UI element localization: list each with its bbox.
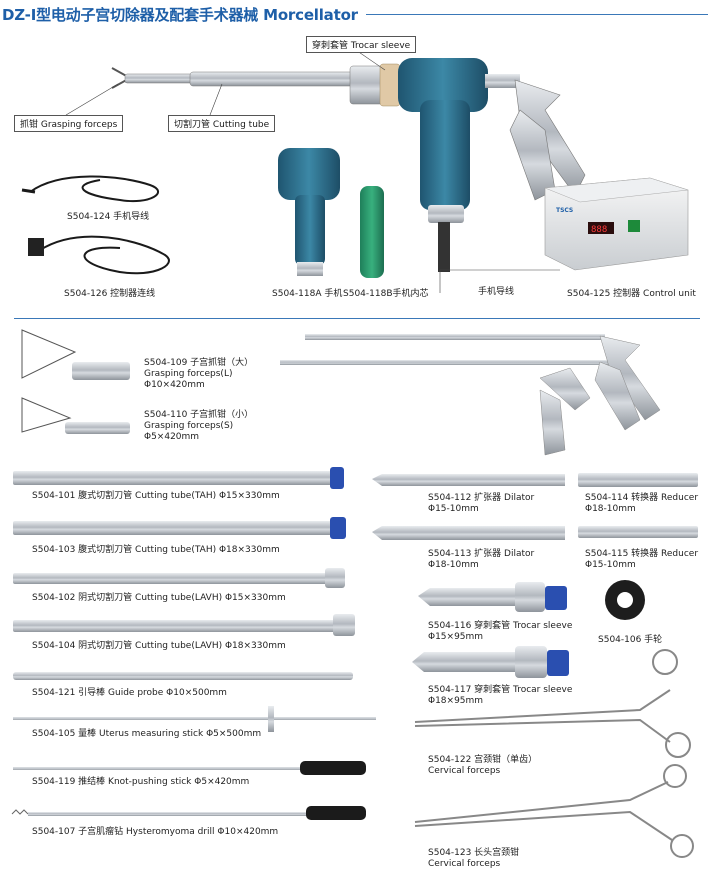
dilator-reducer-illustrations [372, 473, 698, 540]
handwheel-illustration [605, 580, 645, 620]
item-label-s504-118b: S504-118B手机内芯 [343, 289, 429, 299]
item-label-s504-118a: S504-118A 手机 [272, 289, 343, 299]
item-label-s504-122: S504-122 宫颈钳（单齿） Cervical forceps [428, 755, 538, 776]
control-unit-illustration: 888 TSCS [544, 177, 689, 271]
item-label-s504-104: S504-104 阴式切割刀管 Cutting tube(LAVH) Φ18×3… [32, 641, 286, 651]
item-label-s504-102: S504-102 阴式切割刀管 Cutting tube(LAVH) Φ15×3… [32, 593, 286, 603]
item-label-s504-114: S504-114 转换器 Reducer Φ18-10mm [585, 493, 699, 514]
item-label-s504-124: S504-124 手机导线 [67, 212, 150, 222]
item-label-s504-103: S504-103 腹式切割刀管 Cutting tube(TAH) Φ18×33… [32, 545, 280, 555]
item-label-s504-106: S504-106 手轮 [598, 635, 663, 645]
item-label-s504-115: S504-115 转换器 Reducer Φ15-10mm [585, 549, 699, 570]
item-label-s504-123: S504-123 长头宫颈钳 Cervical forceps [428, 848, 520, 869]
item-label-s504-125: S504-125 控制器 Control unit [567, 289, 696, 299]
callout-cutting-tube: 切割刀管 Cutting tube [168, 115, 276, 132]
item-label-s504-116: S504-116 穿刺套管 Trocar sleeve Φ15×95mm [428, 621, 573, 642]
morcellator-assembly [111, 58, 586, 272]
cable-illustrations [21, 175, 170, 275]
item-label-s504-101: S504-101 腹式切割刀管 Cutting tube(TAH) Φ15×33… [32, 491, 280, 501]
control-unit-display: 888 [591, 225, 607, 235]
item-label-s504-112: S504-112 扩张器 Dilator Φ15-10mm [428, 493, 535, 514]
item-label-s504-117: S504-117 穿刺套管 Trocar sleeve Φ18×95mm [428, 685, 573, 706]
handpiece-illustrations [278, 148, 384, 278]
trocar-illustrations [412, 582, 569, 678]
item-label-s504-110: S504-110 子宫抓钳（小） Grasping forceps(S) Φ5×… [144, 410, 254, 442]
item-label-s504-121: S504-121 引导棒 Guide probe Φ10×500mm [32, 688, 227, 698]
item-label-s504-109: S504-109 子宫抓钳（大） Grasping forceps(L) Φ10… [144, 358, 254, 390]
item-label-s504-113: S504-113 扩张器 Dilator Φ18-10mm [428, 549, 535, 570]
item-label-s504-105: S504-105 量棒 Uterus measuring stick Φ5×50… [32, 729, 262, 739]
item-label-s504-119: S504-119 推结棒 Knot-pushing stick Φ5×420mm [32, 777, 250, 787]
item-label-s504-107: S504-107 子宫肌瘤钻 Hysteromyoma drill Φ10×42… [32, 827, 279, 837]
section-divider [14, 318, 700, 319]
grasping-forceps-illustrations [21, 329, 661, 456]
control-unit-brand: TSCS [556, 207, 573, 214]
title-rule [366, 14, 708, 15]
cutting-tube-illustrations [11, 467, 376, 820]
callout-trocar-sleeve: 穿刺套管 Trocar sleeve [306, 36, 417, 53]
callout-handpiece-cable: 手机导线 [478, 287, 515, 297]
item-label-s504-126: S504-126 控制器连线 [64, 289, 156, 299]
callout-grasping-forceps: 抓钳 Grasping forceps [14, 115, 124, 132]
page-title: DZ-I型电动子宫切除器及配套手术器械 Morcellator [2, 6, 358, 24]
cervical-forceps-illustrations [414, 649, 694, 858]
